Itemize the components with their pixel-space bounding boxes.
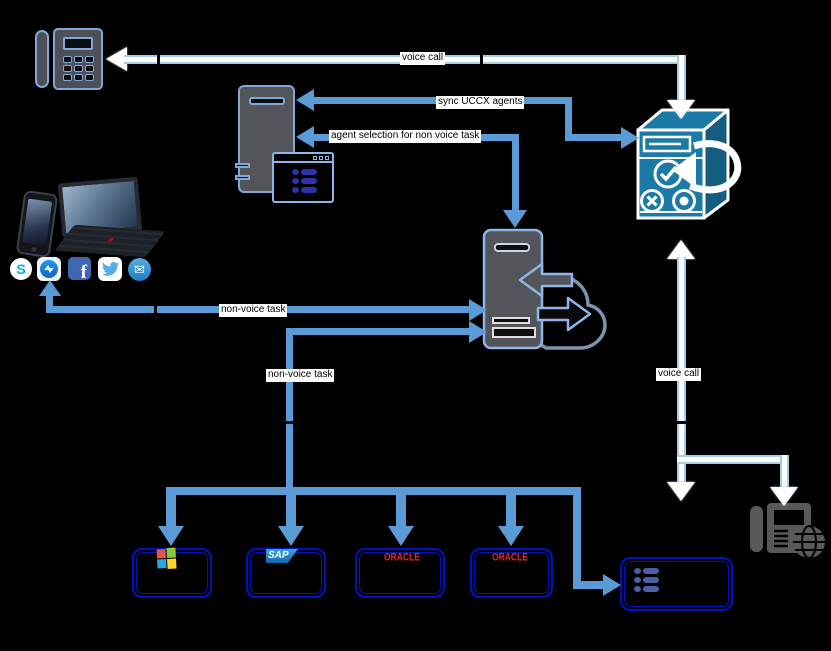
server-notch	[235, 175, 250, 180]
segment-junction	[281, 421, 298, 424]
desk-phone-icon	[35, 28, 105, 90]
arrow-shaft	[166, 487, 581, 495]
edge-label-non-voice-2: non-voice task	[266, 369, 335, 382]
oracle-logo: ORACLE	[492, 551, 528, 564]
segment-junction	[480, 52, 483, 66]
oracle-logo: ORACLE	[384, 551, 420, 564]
arrow-head-down	[667, 482, 695, 501]
arrow-head-left	[296, 126, 314, 148]
phone-globe-graphic	[750, 503, 825, 559]
segment-junction	[154, 303, 157, 316]
arrow-head-right	[469, 321, 487, 343]
arrow-head-down	[503, 210, 527, 228]
uccx-server-icon	[628, 102, 742, 231]
arrow-head-right	[469, 299, 487, 321]
arrow-shaft	[512, 134, 519, 211]
arrow-head-down	[667, 100, 695, 119]
arrow-shaft	[396, 487, 406, 527]
phone-keypad	[63, 56, 94, 81]
skype-letter: S	[16, 261, 26, 277]
arrow-head-up	[39, 280, 61, 296]
arrow-shaft	[677, 55, 686, 102]
arrow-shaft	[286, 328, 471, 335]
arrow-head-down	[498, 526, 524, 546]
edge-label-voice-call-right: voice call	[656, 368, 702, 381]
arrow-head-right	[621, 127, 639, 149]
server-sync-graphic	[636, 108, 742, 220]
arrow-shaft	[573, 581, 604, 589]
segment-junction	[674, 421, 688, 424]
email-icon: ✉	[128, 258, 151, 281]
arrow-head-left	[106, 47, 127, 71]
arrow-head-up	[667, 240, 695, 259]
arrow-shaft	[565, 134, 622, 141]
arrow-head-down	[388, 526, 414, 546]
arrow-shaft	[286, 487, 296, 527]
skype-icon: S	[10, 258, 32, 280]
server-cloud-graphic	[482, 228, 607, 350]
arrow-shaft	[677, 455, 789, 464]
arrow-head-right	[603, 574, 621, 596]
facebook-icon: f	[68, 257, 91, 280]
envelope-glyph: ✉	[134, 261, 145, 277]
edge-label-sync-uccx: sync UCCX agents	[436, 96, 525, 109]
task-list-server-box	[620, 557, 733, 611]
smartphone-home-button	[31, 246, 37, 253]
facebook-letter: f	[80, 262, 87, 280]
arrow-shaft	[46, 294, 53, 313]
server-slot	[249, 97, 285, 105]
arrow-shaft	[506, 487, 516, 527]
arrow-head-left	[296, 89, 314, 111]
window-title-bar	[274, 154, 332, 163]
segment-junction	[157, 52, 160, 66]
arrow-shaft	[286, 328, 293, 490]
edge-label-non-voice-1: non-voice task	[219, 304, 288, 317]
server-notch	[235, 163, 250, 168]
edge-label-agent-selection: agent selection for non voice task	[329, 130, 482, 143]
cloud-server-icon	[480, 224, 614, 361]
messenger-icon	[37, 257, 61, 281]
arrow-head-down	[158, 526, 184, 546]
arrow-shaft	[573, 487, 581, 585]
arrow-shaft	[780, 455, 789, 488]
task-list-icon	[634, 568, 659, 595]
sap-logo: SAP	[266, 549, 298, 563]
task-list-window-icon	[272, 152, 334, 203]
window-task-list	[292, 169, 317, 196]
smartphone-screen	[22, 198, 53, 246]
twitter-icon	[98, 257, 122, 281]
arrow-shaft	[565, 97, 572, 141]
phone-body	[53, 28, 103, 90]
edge-label-voice-call-top: voice call	[400, 52, 446, 65]
laptop-keyboard	[54, 224, 166, 258]
windows-logo-icon	[156, 547, 177, 569]
app-box-oracle-2	[470, 548, 553, 598]
phone-handset	[35, 30, 49, 88]
twitter-bird-icon	[101, 262, 119, 276]
server-tower-icon	[235, 85, 295, 193]
messenger-bolt-icon	[44, 265, 54, 273]
arrow-shaft	[166, 487, 176, 527]
app-box-oracle-1	[355, 548, 445, 598]
gateway-phone-globe-icon	[748, 500, 828, 565]
arrow-head-down	[770, 487, 798, 506]
phone-screen	[63, 37, 93, 50]
smartphone-icon	[15, 189, 59, 259]
trackpoint-dot	[107, 237, 115, 243]
arrow-head-down	[278, 526, 304, 546]
